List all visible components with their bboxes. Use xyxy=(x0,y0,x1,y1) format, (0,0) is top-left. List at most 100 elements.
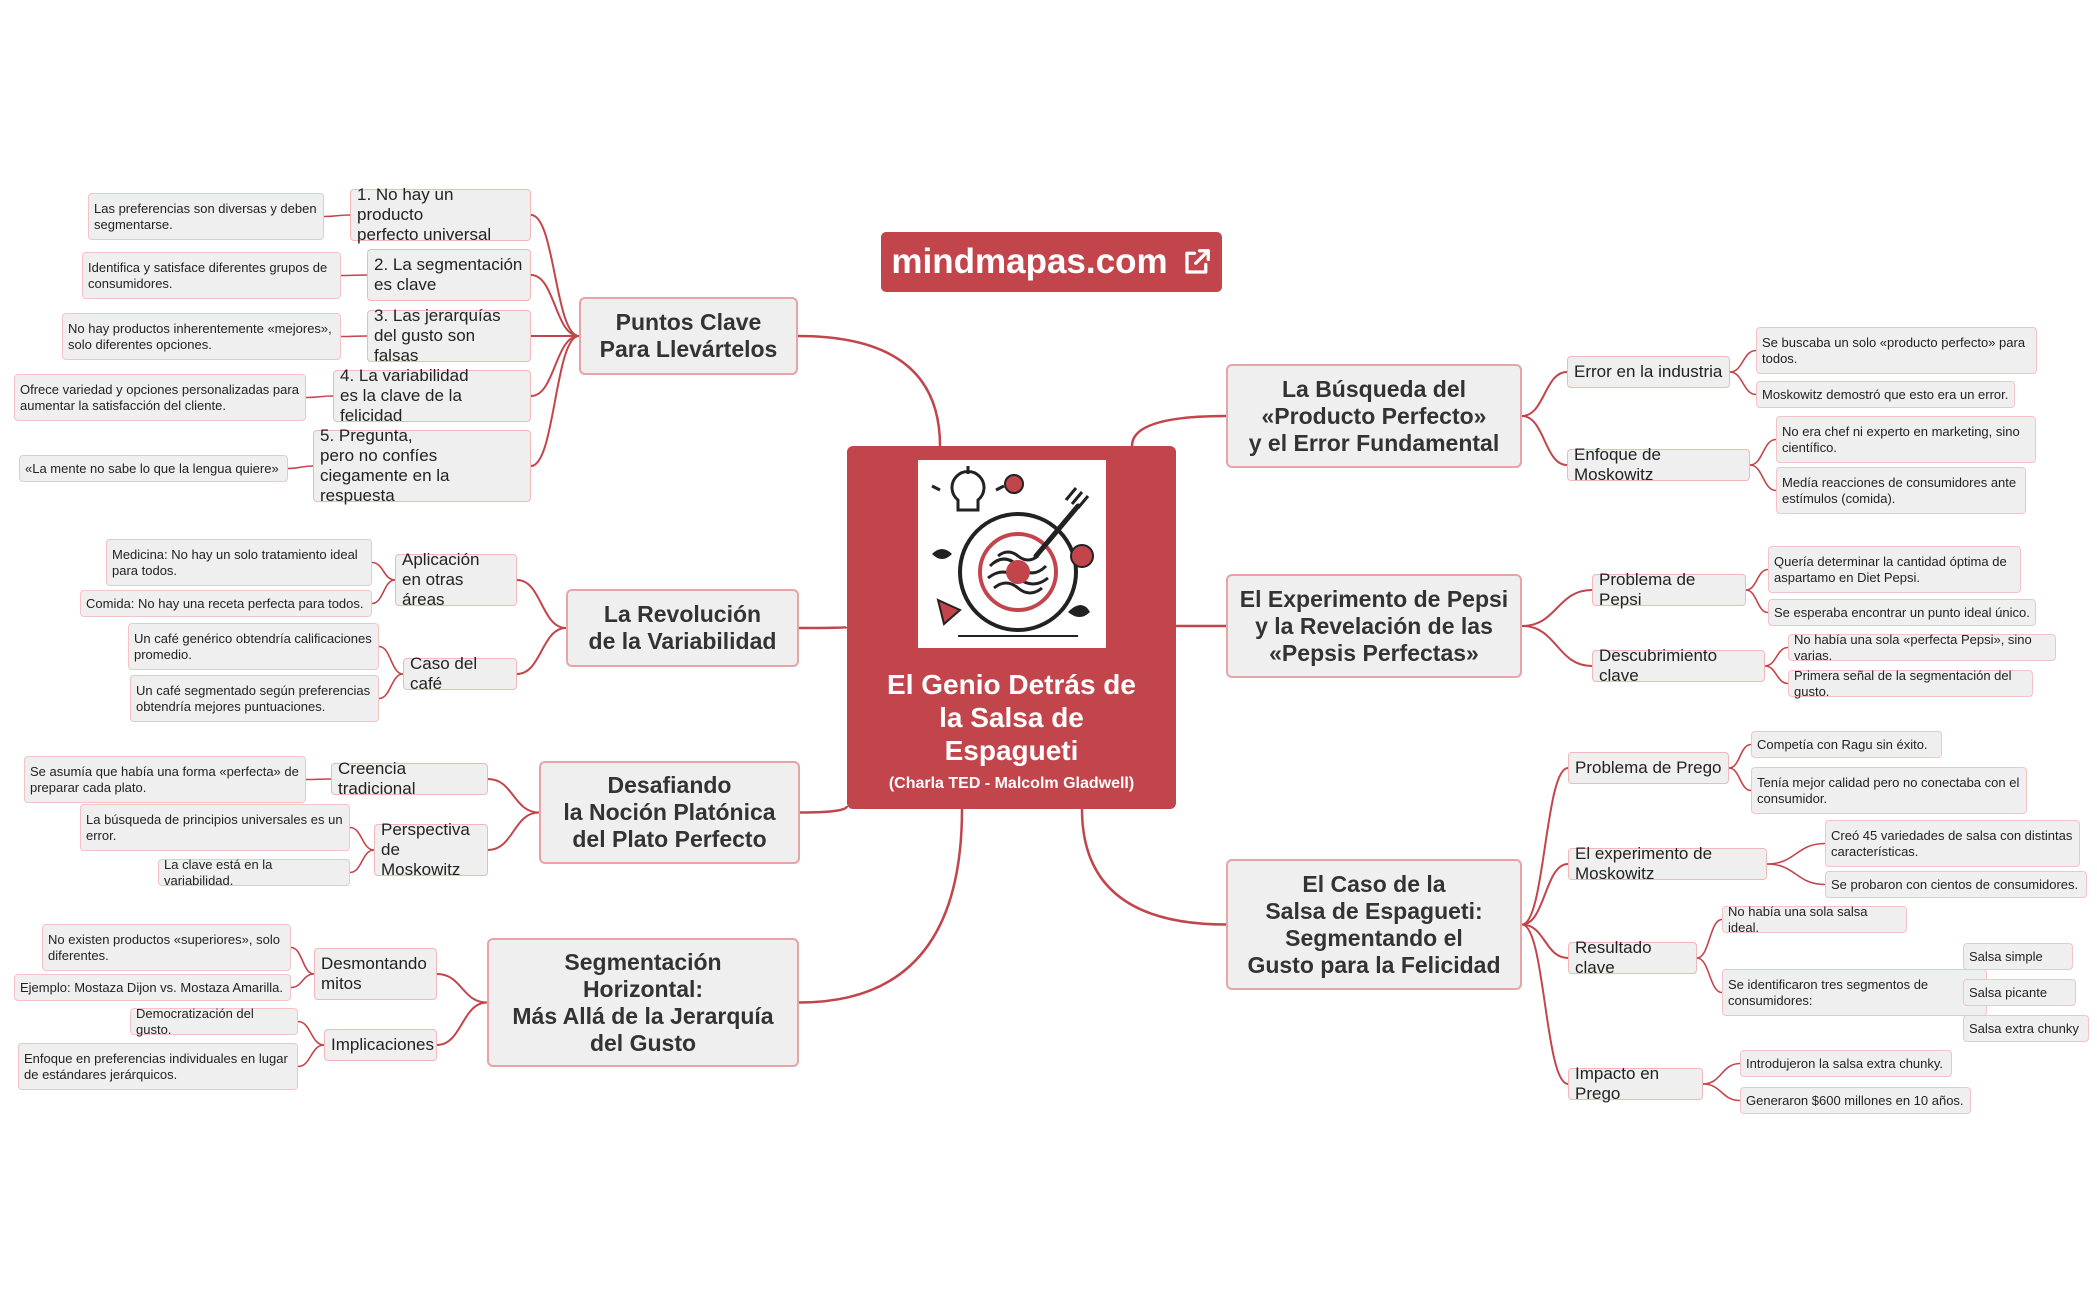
connector-line xyxy=(287,465,314,470)
connector-line xyxy=(378,673,404,700)
leaf-las-preferencias-son-diversas-y-deben-se[interactable]: Las preferencias son diversas y deben se… xyxy=(88,193,324,240)
connector-line xyxy=(323,214,351,218)
leaf-medicina-no-hay-un-solo-tratamiento-idea[interactable]: Medicina: No hay un solo tratamiento ide… xyxy=(106,539,372,586)
connector-line xyxy=(1521,767,1569,926)
connector-line xyxy=(371,561,396,581)
connector-line xyxy=(1696,918,1723,959)
subtopic-enfoque-de-moskowitz[interactable]: Enfoque de Moskowitz xyxy=(1567,445,1750,484)
topic-el-experimento-de-pepsi-y-la-revelacion-[interactable]: El Experimento de Pepsi y la Revelación … xyxy=(1226,574,1522,678)
subtopic-caso-del-cafe[interactable]: Caso del café xyxy=(403,654,517,693)
connector-line xyxy=(1728,767,1752,792)
connector-line xyxy=(1729,371,1757,396)
leaf-introdujeron-la-salsa-extra-chunky[interactable]: Introdujeron la salsa extra chunky. xyxy=(1740,1050,1952,1077)
connector-line xyxy=(297,1044,325,1068)
leaf-no-existen-productos-superiores-solo-dif[interactable]: No existen productos «superiores», solo … xyxy=(42,924,291,971)
leaf-un-cafe-generico-obtendria-calificacione[interactable]: Un café genérico obtendría calificacione… xyxy=(128,623,379,670)
topic-segmentacion-horizontal-mas-alla-de-la-j[interactable]: Segmentación Horizontal: Más Allá de la … xyxy=(487,938,799,1067)
leaf-la-mente-no-sabe-lo-que-la-lengua-quiere[interactable]: «La mente no sabe lo que la lengua quier… xyxy=(19,455,288,482)
subtopic-3-las-jerarquias-del-gusto-son-falsas[interactable]: 3. Las jerarquías del gusto son falsas xyxy=(367,306,531,365)
connector-line xyxy=(297,1020,325,1046)
subtopic-desmontando-mitos[interactable]: Desmontando mitos xyxy=(314,948,437,1000)
connector-line xyxy=(530,335,580,397)
leaf-salsa-simple[interactable]: Salsa simple xyxy=(1963,943,2073,970)
subtopic-perspectiva-de-moskowitz[interactable]: Perspectiva de Moskowitz xyxy=(374,820,488,879)
connector-line xyxy=(1702,1062,1741,1085)
spaghetti-plate-icon xyxy=(917,460,1106,648)
connector-line xyxy=(290,946,315,975)
leaf-media-reacciones-de-consumidores-ante-es[interactable]: Medía reacciones de consumidores ante es… xyxy=(1776,467,2026,514)
connector-line xyxy=(371,579,396,605)
subtopic-error-en-la-industria[interactable]: Error en la industria xyxy=(1567,356,1730,388)
leaf-se-probaron-con-cientos-de-consumidores[interactable]: Se probaron con cientos de consumidores. xyxy=(1825,871,2087,898)
topic-desafiando-la-nocion-platonica-del-plato[interactable]: Desafiando la Noción Platónica del Plato… xyxy=(539,761,800,864)
connector-line xyxy=(290,973,315,989)
leaf-ejemplo-mostaza-dijon-vs-mostaza-amarill[interactable]: Ejemplo: Mostaza Dijon vs. Mostaza Amari… xyxy=(14,974,291,1001)
connector-line xyxy=(436,973,488,1004)
leaf-queria-determinar-la-cantidad-optima-de-[interactable]: Quería determinar la cantidad óptima de … xyxy=(1768,546,2021,593)
leaf-democratizacion-del-gusto[interactable]: Democratización del gusto. xyxy=(130,1006,298,1037)
leaf-comida-no-hay-una-receta-perfecta-para-t[interactable]: Comida: No hay una receta perfecta para … xyxy=(80,590,372,617)
leaf-no-habia-una-sola-perfecta-pepsi-sino-va[interactable]: No había una sola «perfecta Pepsi», sino… xyxy=(1788,632,2056,663)
subtopic-5-pregunta-pero-no-confies-ciegamente-en[interactable]: 5. Pregunta, pero no confíes ciegamente … xyxy=(313,426,531,505)
central-subtitle: (Charla TED - Malcolm Gladwell) xyxy=(888,775,1135,792)
subtopic-problema-de-prego[interactable]: Problema de Prego xyxy=(1568,752,1729,784)
connector-line xyxy=(1766,863,1826,886)
leaf-se-identificaron-tres-segmentos-de-consu[interactable]: Se identificaron tres segmentos de consu… xyxy=(1722,969,1987,1016)
connector-line xyxy=(1521,923,1569,959)
leaf-competia-con-ragu-sin-exito[interactable]: Competía con Ragu sin éxito. xyxy=(1751,731,1942,758)
connector-line xyxy=(340,274,368,277)
leaf-enfoque-en-preferencias-individuales-en-[interactable]: Enfoque en preferencias individuales en … xyxy=(18,1043,298,1090)
leaf-la-clave-esta-en-la-variabilidad[interactable]: La clave está en la variabilidad. xyxy=(158,857,350,888)
leaf-ofrece-variedad-y-opciones-personalizada[interactable]: Ofrece variedad y opciones personalizada… xyxy=(14,374,306,421)
connector-line xyxy=(516,627,567,675)
subtopic-aplicacion-en-otras-areas[interactable]: Aplicación en otras áreas xyxy=(395,550,517,609)
connector-line xyxy=(1521,863,1569,926)
root-connector-line xyxy=(799,805,849,814)
root-connector-line xyxy=(798,625,849,630)
topic-puntos-clave-para-llevartelos[interactable]: Puntos Clave Para Llevártelos xyxy=(579,297,798,375)
subtopic-1-no-hay-un-producto-perfecto-universal[interactable]: 1. No hay un producto perfecto universal xyxy=(350,185,531,244)
subtopic-descubrimiento-clave[interactable]: Descubrimiento clave xyxy=(1592,646,1765,685)
leaf-salsa-extra-chunky[interactable]: Salsa extra chunky xyxy=(1963,1015,2089,1042)
leaf-se-esperaba-encontrar-un-punto-ideal-uni[interactable]: Se esperaba encontrar un punto ideal úni… xyxy=(1768,599,2036,626)
leaf-se-buscaba-un-solo-producto-perfecto-par[interactable]: Se buscaba un solo «producto perfecto» p… xyxy=(1756,327,2037,374)
root-connector-line xyxy=(797,334,942,447)
leaf-no-hay-productos-inherentemente-mejores-[interactable]: No hay productos inherentemente «mejores… xyxy=(62,313,341,360)
subtopic-el-experimento-de-moskowitz[interactable]: El experimento de Moskowitz xyxy=(1568,844,1767,883)
subtopic-impacto-en-prego[interactable]: Impacto en Prego xyxy=(1568,1064,1703,1103)
root-connector-line xyxy=(798,808,964,1004)
leaf-tenia-mejor-calidad-pero-no-conectaba-co[interactable]: Tenía mejor calidad pero no conectaba co… xyxy=(1751,767,2027,814)
subtopic-creencia-tradicional[interactable]: Creencia tradicional xyxy=(331,759,488,798)
leaf-generaron-600-millones-en-10-anos[interactable]: Generaron $600 millones en 10 años. xyxy=(1740,1087,1971,1114)
topic-la-revolucion-de-la-variabilidad[interactable]: La Revolución de la Variabilidad xyxy=(566,589,799,667)
topic-el-caso-de-la-salsa-de-espagueti-segment[interactable]: El Caso de la Salsa de Espagueti: Segmen… xyxy=(1226,859,1522,990)
leaf-no-era-chef-ni-experto-en-marketing-sino[interactable]: No era chef ni experto en marketing, sin… xyxy=(1776,416,2036,463)
subtopic-problema-de-pepsi[interactable]: Problema de Pepsi xyxy=(1592,570,1746,609)
connector-line xyxy=(1521,371,1568,417)
connector-line xyxy=(1745,589,1769,614)
leaf-primera-senal-de-la-segmentacion-del-gus[interactable]: Primera señal de la segmentación del gus… xyxy=(1788,668,2033,699)
leaf-creo-45-variedades-de-salsa-con-distinta[interactable]: Creó 45 variedades de salsa con distinta… xyxy=(1825,820,2080,867)
leaf-salsa-picante[interactable]: Salsa picante xyxy=(1963,979,2076,1006)
leaf-un-cafe-segmentado-segun-preferencias-ob[interactable]: Un café segmentado según preferencias ob… xyxy=(130,675,379,722)
subtopic-implicaciones[interactable]: Implicaciones xyxy=(324,1029,437,1061)
connector-line xyxy=(1745,568,1769,591)
connector-line xyxy=(378,645,404,675)
connector-line xyxy=(1696,957,1723,994)
brand-link-button[interactable]: mindmapas.com xyxy=(881,232,1222,292)
connector-line xyxy=(349,826,375,851)
connector-line xyxy=(305,778,332,781)
subtopic-2-la-segmentacion-es-clave[interactable]: 2. La segmentación es clave xyxy=(367,249,531,301)
subtopic-resultado-clave[interactable]: Resultado clave xyxy=(1568,938,1697,977)
central-topic[interactable]: El Genio Detrás de la Salsa de Espagueti… xyxy=(847,446,1176,809)
connector-line xyxy=(349,849,375,874)
subtopic-4-la-variabilidad-es-la-clave-de-la-feli[interactable]: 4. La variabilidad es la clave de la fel… xyxy=(333,366,531,425)
leaf-la-busqueda-de-principios-universales-es[interactable]: La búsqueda de principios universales es… xyxy=(80,804,350,851)
leaf-no-habia-una-sola-salsa-ideal[interactable]: No había una sola salsa ideal. xyxy=(1722,904,1907,935)
leaf-moskowitz-demostro-que-esto-era-un-error[interactable]: Moskowitz demostró que esto era un error… xyxy=(1756,381,2015,408)
topic-la-busqueda-del-producto-perfecto-y-el-e[interactable]: La Búsqueda del «Producto Perfecto» y el… xyxy=(1226,364,1522,468)
leaf-se-asumia-que-habia-una-forma-perfecta-d[interactable]: Se asumía que había una forma «perfecta»… xyxy=(24,756,306,803)
external-link-icon xyxy=(1184,249,1210,274)
connector-line xyxy=(1521,923,1569,1085)
leaf-identifica-y-satisface-diferentes-grupos[interactable]: Identifica y satisface diferentes grupos… xyxy=(82,252,341,299)
